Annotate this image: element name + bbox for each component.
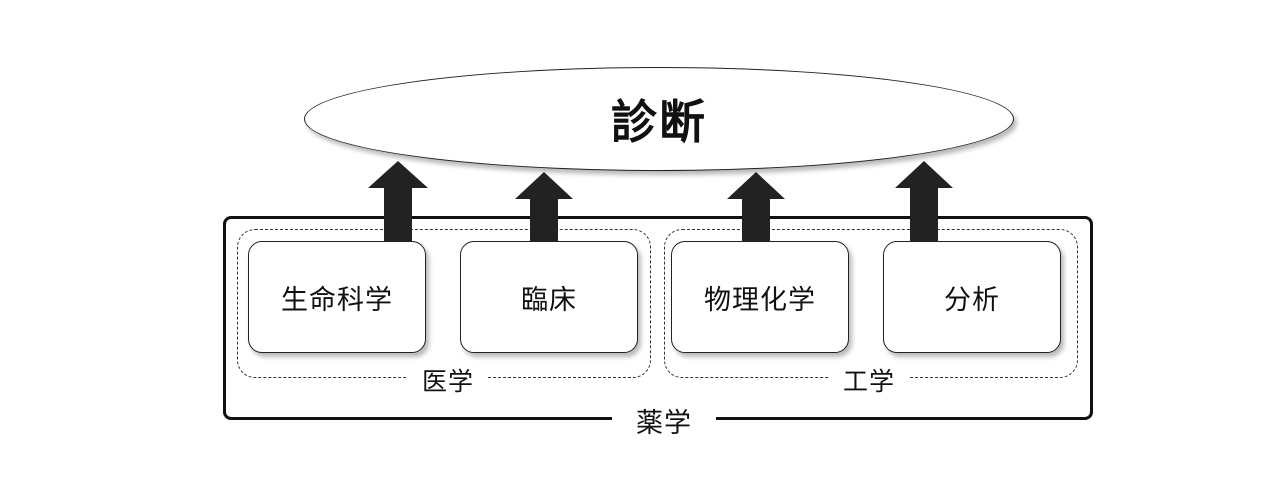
life-science-label: 生命科学 [281, 284, 393, 316]
life-science-box: 生命科学 [248, 241, 426, 353]
physical-chemistry-box: 物理化学 [671, 241, 849, 353]
diagnosis-ellipse [304, 67, 1014, 171]
analysis-box: 分析 [883, 241, 1061, 353]
pharmacy-label: 薬学 [612, 400, 716, 440]
clinical-label: 臨床 [521, 284, 577, 316]
medicine-label: 医学 [408, 362, 488, 398]
analysis-label: 分析 [944, 284, 1000, 316]
engineering-label: 工学 [829, 362, 909, 398]
physical-chemistry-label: 物理化学 [704, 284, 816, 316]
clinical-box: 臨床 [460, 241, 638, 353]
diagnosis-label: 診断 [611, 95, 707, 149]
